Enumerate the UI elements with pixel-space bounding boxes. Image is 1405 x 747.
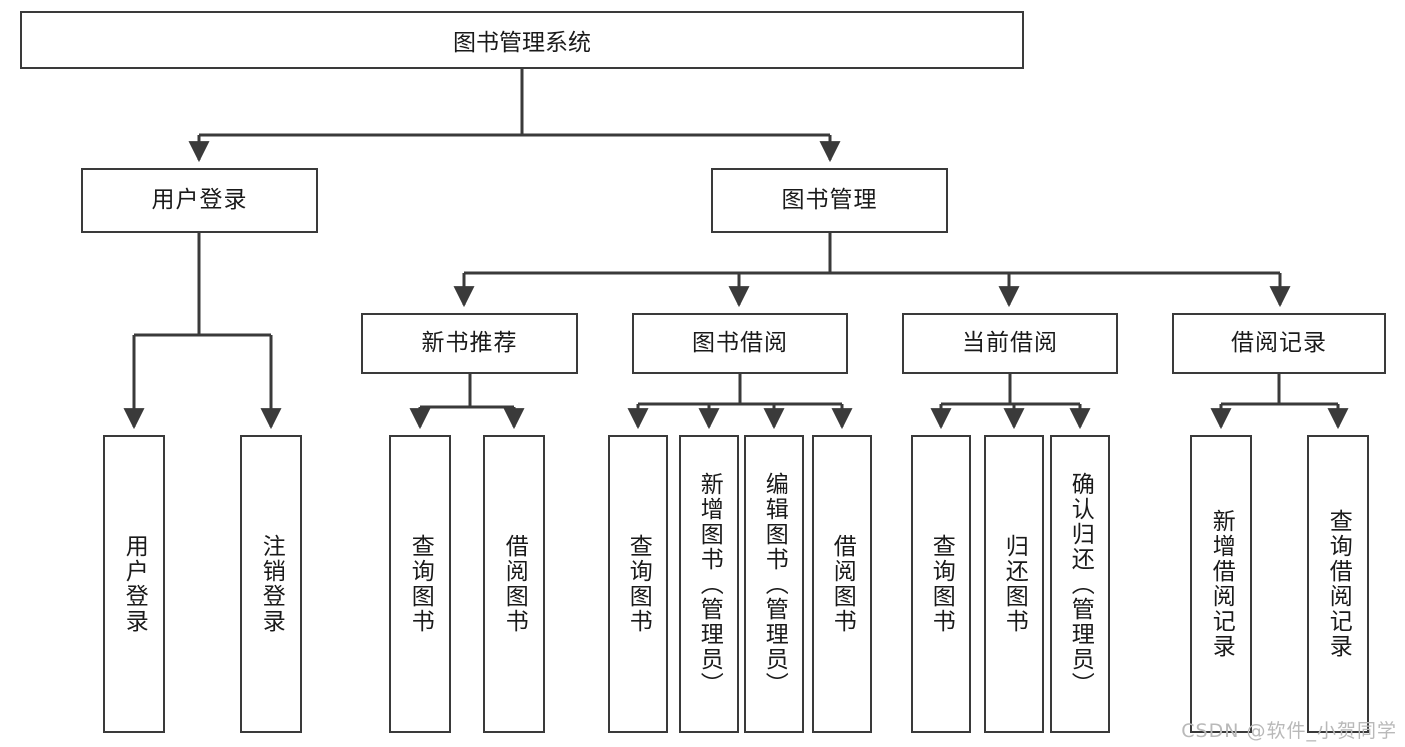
leaf-query-book-borrow[interactable]: 查询图书 bbox=[608, 435, 668, 733]
leaf-logout[interactable]: 注销登录 bbox=[240, 435, 302, 733]
node-label: 用户登录 bbox=[151, 186, 248, 213]
node-book-manage[interactable]: 图书管理 bbox=[711, 168, 948, 233]
leaf-query-book-recommend[interactable]: 查询图书 bbox=[389, 435, 451, 733]
node-book-borrow[interactable]: 图书借阅 bbox=[632, 313, 848, 374]
node-label: 图书管理系统 bbox=[453, 30, 591, 56]
node-borrow-record[interactable]: 借阅记录 bbox=[1172, 313, 1386, 374]
node-user-login[interactable]: 用户登录 bbox=[81, 168, 318, 233]
node-label: 借阅记录 bbox=[1231, 329, 1327, 356]
node-label: 查询图书 bbox=[407, 534, 434, 634]
node-label: 图书管理 bbox=[781, 186, 878, 213]
node-label: 借阅图书 bbox=[829, 534, 856, 634]
node-label: 当前借阅 bbox=[962, 329, 1058, 356]
node-label: 编辑图书（管理员） bbox=[761, 471, 788, 697]
leaf-add-book-admin[interactable]: 新增图书（管理员） bbox=[679, 435, 739, 733]
node-label: 新书推荐 bbox=[421, 329, 518, 356]
node-book-management-system[interactable]: 图书管理系统 bbox=[20, 11, 1024, 69]
leaf-borrow-book-recommend[interactable]: 借阅图书 bbox=[483, 435, 545, 733]
leaf-confirm-return-admin[interactable]: 确认归还（管理员） bbox=[1050, 435, 1110, 733]
leaf-edit-book-admin[interactable]: 编辑图书（管理员） bbox=[744, 435, 804, 733]
node-new-book-recommend[interactable]: 新书推荐 bbox=[361, 313, 578, 374]
node-label: 借阅图书 bbox=[501, 534, 528, 634]
leaf-add-borrow-record[interactable]: 新增借阅记录 bbox=[1190, 435, 1252, 733]
watermark: CSDN @软件_小贺同学 bbox=[1181, 720, 1397, 742]
leaf-query-book-current[interactable]: 查询图书 bbox=[911, 435, 971, 733]
leaf-user-login[interactable]: 用户登录 bbox=[103, 435, 165, 733]
node-label: 新增借阅记录 bbox=[1208, 509, 1235, 659]
leaf-borrow-book[interactable]: 借阅图书 bbox=[812, 435, 872, 733]
leaf-query-borrow-record[interactable]: 查询借阅记录 bbox=[1307, 435, 1369, 733]
node-label: 查询图书 bbox=[625, 534, 652, 634]
node-label: 新增图书（管理员） bbox=[696, 471, 723, 697]
node-label: 确认归还（管理员） bbox=[1067, 471, 1094, 697]
node-label: 用户登录 bbox=[121, 534, 148, 634]
leaf-return-book[interactable]: 归还图书 bbox=[984, 435, 1044, 733]
node-label: 图书借阅 bbox=[692, 329, 788, 356]
node-label: 注销登录 bbox=[258, 534, 285, 634]
node-label: 归还图书 bbox=[1001, 534, 1028, 634]
node-label: 查询借阅记录 bbox=[1325, 509, 1352, 659]
node-label: 查询图书 bbox=[928, 534, 955, 634]
node-current-borrow[interactable]: 当前借阅 bbox=[902, 313, 1118, 374]
